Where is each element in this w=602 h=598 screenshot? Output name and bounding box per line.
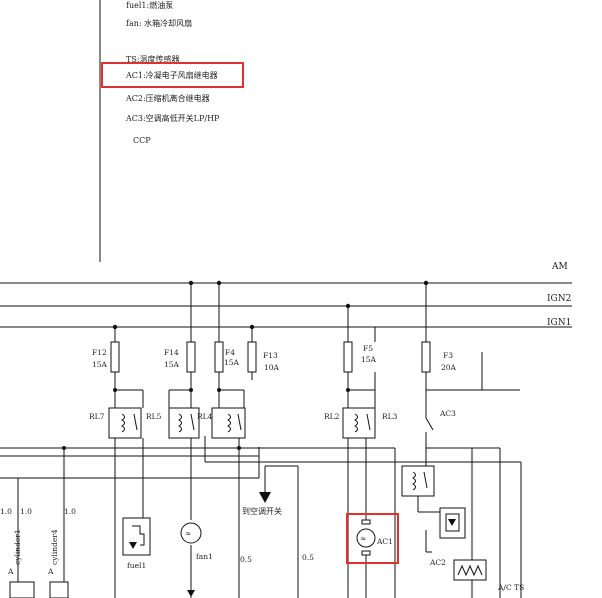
cylinder1-a-label: A (7, 567, 14, 576)
ac1-motor-symbol (356, 528, 376, 548)
fuel-pump-label: fuel1 (127, 561, 146, 570)
fuel-pump: fuel1 (122, 517, 151, 570)
wire-label-4: 0.5 (240, 555, 252, 564)
relay-ac3-label: AC3 (439, 409, 456, 418)
cylinder4-a-label: A (47, 567, 54, 576)
relay-rl5-label: RL5 (146, 412, 162, 421)
svg-text:≈: ≈ (360, 534, 366, 543)
fuse-f13-rating: 10A (264, 363, 280, 372)
fan-motor-label: fan1 (196, 552, 213, 561)
fuse-f4-rating: 15A (224, 358, 240, 367)
fuse-f14 (186, 341, 196, 373)
svg-text:≈: ≈ (185, 529, 191, 538)
fuse-f5 (343, 341, 353, 373)
ac2-label: AC2 (429, 558, 446, 567)
legend-ac3: AC3:空调高低开关LP/HP (125, 113, 220, 123)
power-buses: AM IGN2 IGN1 (0, 262, 572, 328)
wire-label-1: 1.0 (0, 507, 12, 516)
bus-ign2-label: IGN2 (547, 294, 571, 304)
legend-fuel1: fuel1:燃油泵 (126, 0, 173, 10)
fuse-f3-rating: 20A (441, 363, 457, 372)
fuse-f13-label: F13 (263, 351, 278, 360)
fan-motor-symbol (180, 522, 202, 544)
relay-rl7-label: RL7 (89, 412, 105, 421)
fuel-pump-box (122, 517, 151, 556)
distribution-wires (113, 352, 483, 408)
legend-fan: fan: 水箱冷却风扇 (126, 18, 192, 28)
wire-annotations: 到空调开关 1.0 1.0 1.0 0.5 0.5 (0, 506, 314, 564)
legend-ccp: CCP (133, 136, 151, 145)
relay-rl5 (168, 407, 200, 439)
wire-label-5: 0.5 (302, 553, 314, 562)
bus-am-label: AM (551, 262, 568, 272)
legend-ts: TS:温度传感器 (126, 54, 180, 64)
fuse-f13 (247, 341, 257, 373)
wire-label-2: 1.0 (20, 507, 32, 516)
relay-rl2 (342, 407, 376, 439)
compressor-clutch: AC2 A/C TS (429, 507, 524, 592)
ac-ts-label: A/C TS (497, 583, 524, 592)
legend-ac1-highlight (101, 62, 244, 88)
fuse-f5-label: F5 (363, 344, 373, 353)
relay-rl4-label: RL4 (197, 412, 213, 421)
relay-rl2-label: RL2 (324, 412, 340, 421)
to-ac-switch-label: 到空调开关 (242, 506, 282, 516)
relay-rl3-label: RL3 (382, 412, 398, 421)
fuse-f3 (421, 341, 431, 373)
wire-label-3: 1.0 (64, 507, 76, 516)
legend-ac2: AC2:压缩机离合继电器 (125, 93, 210, 103)
relays: RL7 RL5 RL4 RL2 RL3 AC3 (89, 407, 456, 497)
ac-ts-heater (453, 559, 487, 581)
ac1-label: AC1 (376, 537, 393, 546)
fuse-f12 (110, 341, 120, 373)
fuse-f5-rating: 15A (361, 355, 377, 364)
fuse-feeds (114, 283, 427, 342)
fuse-f4-label: F4 (225, 348, 235, 357)
ac1-highlight (346, 513, 399, 564)
legend: fuel1:燃油泵 fan: 水箱冷却风扇 TS:温度传感器 AC1:冷凝电子风… (99, 0, 244, 262)
fuse-f14-rating: 15A (164, 360, 180, 369)
fuse-f4 (214, 341, 224, 373)
bus-junctions (112, 280, 429, 330)
fuse-f3-label: F3 (443, 351, 453, 360)
cylinder1-label: cylinder1 (13, 529, 22, 565)
relay-ac2 (401, 465, 435, 497)
fuse-f14-label: F14 (164, 348, 179, 357)
legend-ac1: AC1:冷凝电子风扇继电器 (125, 70, 218, 80)
fuse-f12-rating: 15A (92, 360, 108, 369)
ac1-condenser-fan: ≈ AC1 (346, 513, 399, 564)
fuse-f12-label: F12 (92, 348, 107, 357)
fuses: F12 15A F14 15A F4 15A F13 10A F5 15A F3… (92, 341, 457, 373)
bus-ign1-label: IGN1 (547, 318, 571, 328)
cylinder4-label: cylinder4 (50, 529, 59, 565)
cylinder-sensors: cylinder1 cylinder4 A A (7, 478, 69, 598)
fan-motor: ≈ fan1 (180, 522, 213, 597)
